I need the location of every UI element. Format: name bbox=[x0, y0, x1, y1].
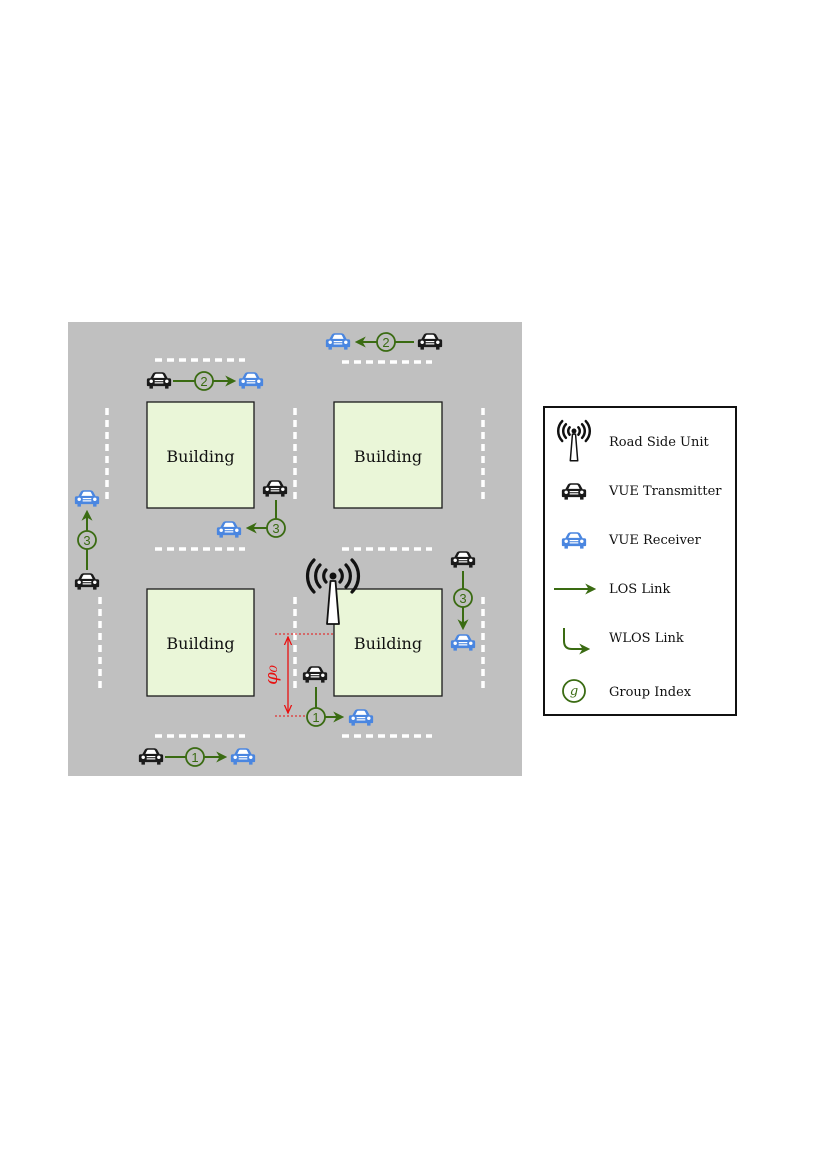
building-label: Building bbox=[354, 634, 422, 653]
legend-item-vue-transmitter: VUE Transmitter bbox=[561, 483, 722, 500]
svg-text:g: g bbox=[570, 684, 578, 699]
lane-markings bbox=[98, 358, 485, 738]
legend-label: VUE Transmitter bbox=[608, 484, 722, 499]
antenna-icon bbox=[306, 558, 360, 625]
group-circles: 1 1 2 2 3 3 3 bbox=[77, 332, 473, 767]
legend-label: VUE Receiver bbox=[608, 533, 702, 548]
svg-text:1: 1 bbox=[312, 710, 319, 725]
group-circle-icon: g bbox=[562, 679, 586, 703]
group-index-g1-center: 1 bbox=[306, 707, 326, 727]
distance-label: φ₀ bbox=[261, 665, 282, 685]
building-label: Building bbox=[166, 447, 234, 466]
legend-label: Road Side Unit bbox=[609, 435, 710, 450]
legend-item-group-index: g Group Index bbox=[562, 679, 692, 703]
building-label: Building bbox=[354, 447, 422, 466]
legend: Road Side Unit VUE Transmitter VUE Recei… bbox=[543, 406, 737, 716]
legend-item-wlos-link: WLOS Link bbox=[563, 628, 684, 655]
legend-label: LOS Link bbox=[609, 582, 670, 597]
distance-marker: φ₀ bbox=[261, 633, 335, 717]
antenna-icon bbox=[557, 419, 591, 462]
legend-label: WLOS Link bbox=[609, 631, 684, 646]
svg-text:3: 3 bbox=[459, 591, 466, 606]
legend-label: Group Index bbox=[609, 685, 692, 700]
svg-text:1: 1 bbox=[191, 750, 198, 765]
building-bottom-right: Building bbox=[333, 588, 443, 697]
legend-item-road-side-unit: Road Side Unit bbox=[557, 419, 710, 462]
group-index-g2-top-right: 2 bbox=[376, 332, 396, 352]
group-index-g2-top-left: 2 bbox=[194, 371, 214, 391]
group-index-g3-center: 3 bbox=[266, 518, 286, 538]
road-side-unit bbox=[306, 558, 360, 625]
group-index-g3-left: 3 bbox=[77, 530, 97, 550]
wlos-arrow-icon bbox=[563, 628, 591, 655]
building-top-right: Building bbox=[333, 401, 443, 509]
svg-text:2: 2 bbox=[382, 335, 389, 350]
legend-item-los-link: LOS Link bbox=[554, 582, 670, 597]
building-top-left: Building bbox=[146, 401, 255, 509]
svg-text:3: 3 bbox=[272, 521, 279, 536]
svg-text:2: 2 bbox=[200, 374, 207, 389]
group-index-g3-right: 3 bbox=[453, 588, 473, 608]
road-area bbox=[68, 322, 522, 776]
building-label: Building bbox=[166, 634, 234, 653]
svg-text:3: 3 bbox=[83, 533, 90, 548]
building-bottom-left: Building bbox=[146, 588, 255, 697]
legend-item-vue-receiver: VUE Receiver bbox=[561, 532, 702, 549]
group-index-g1-bottom: 1 bbox=[185, 747, 205, 767]
